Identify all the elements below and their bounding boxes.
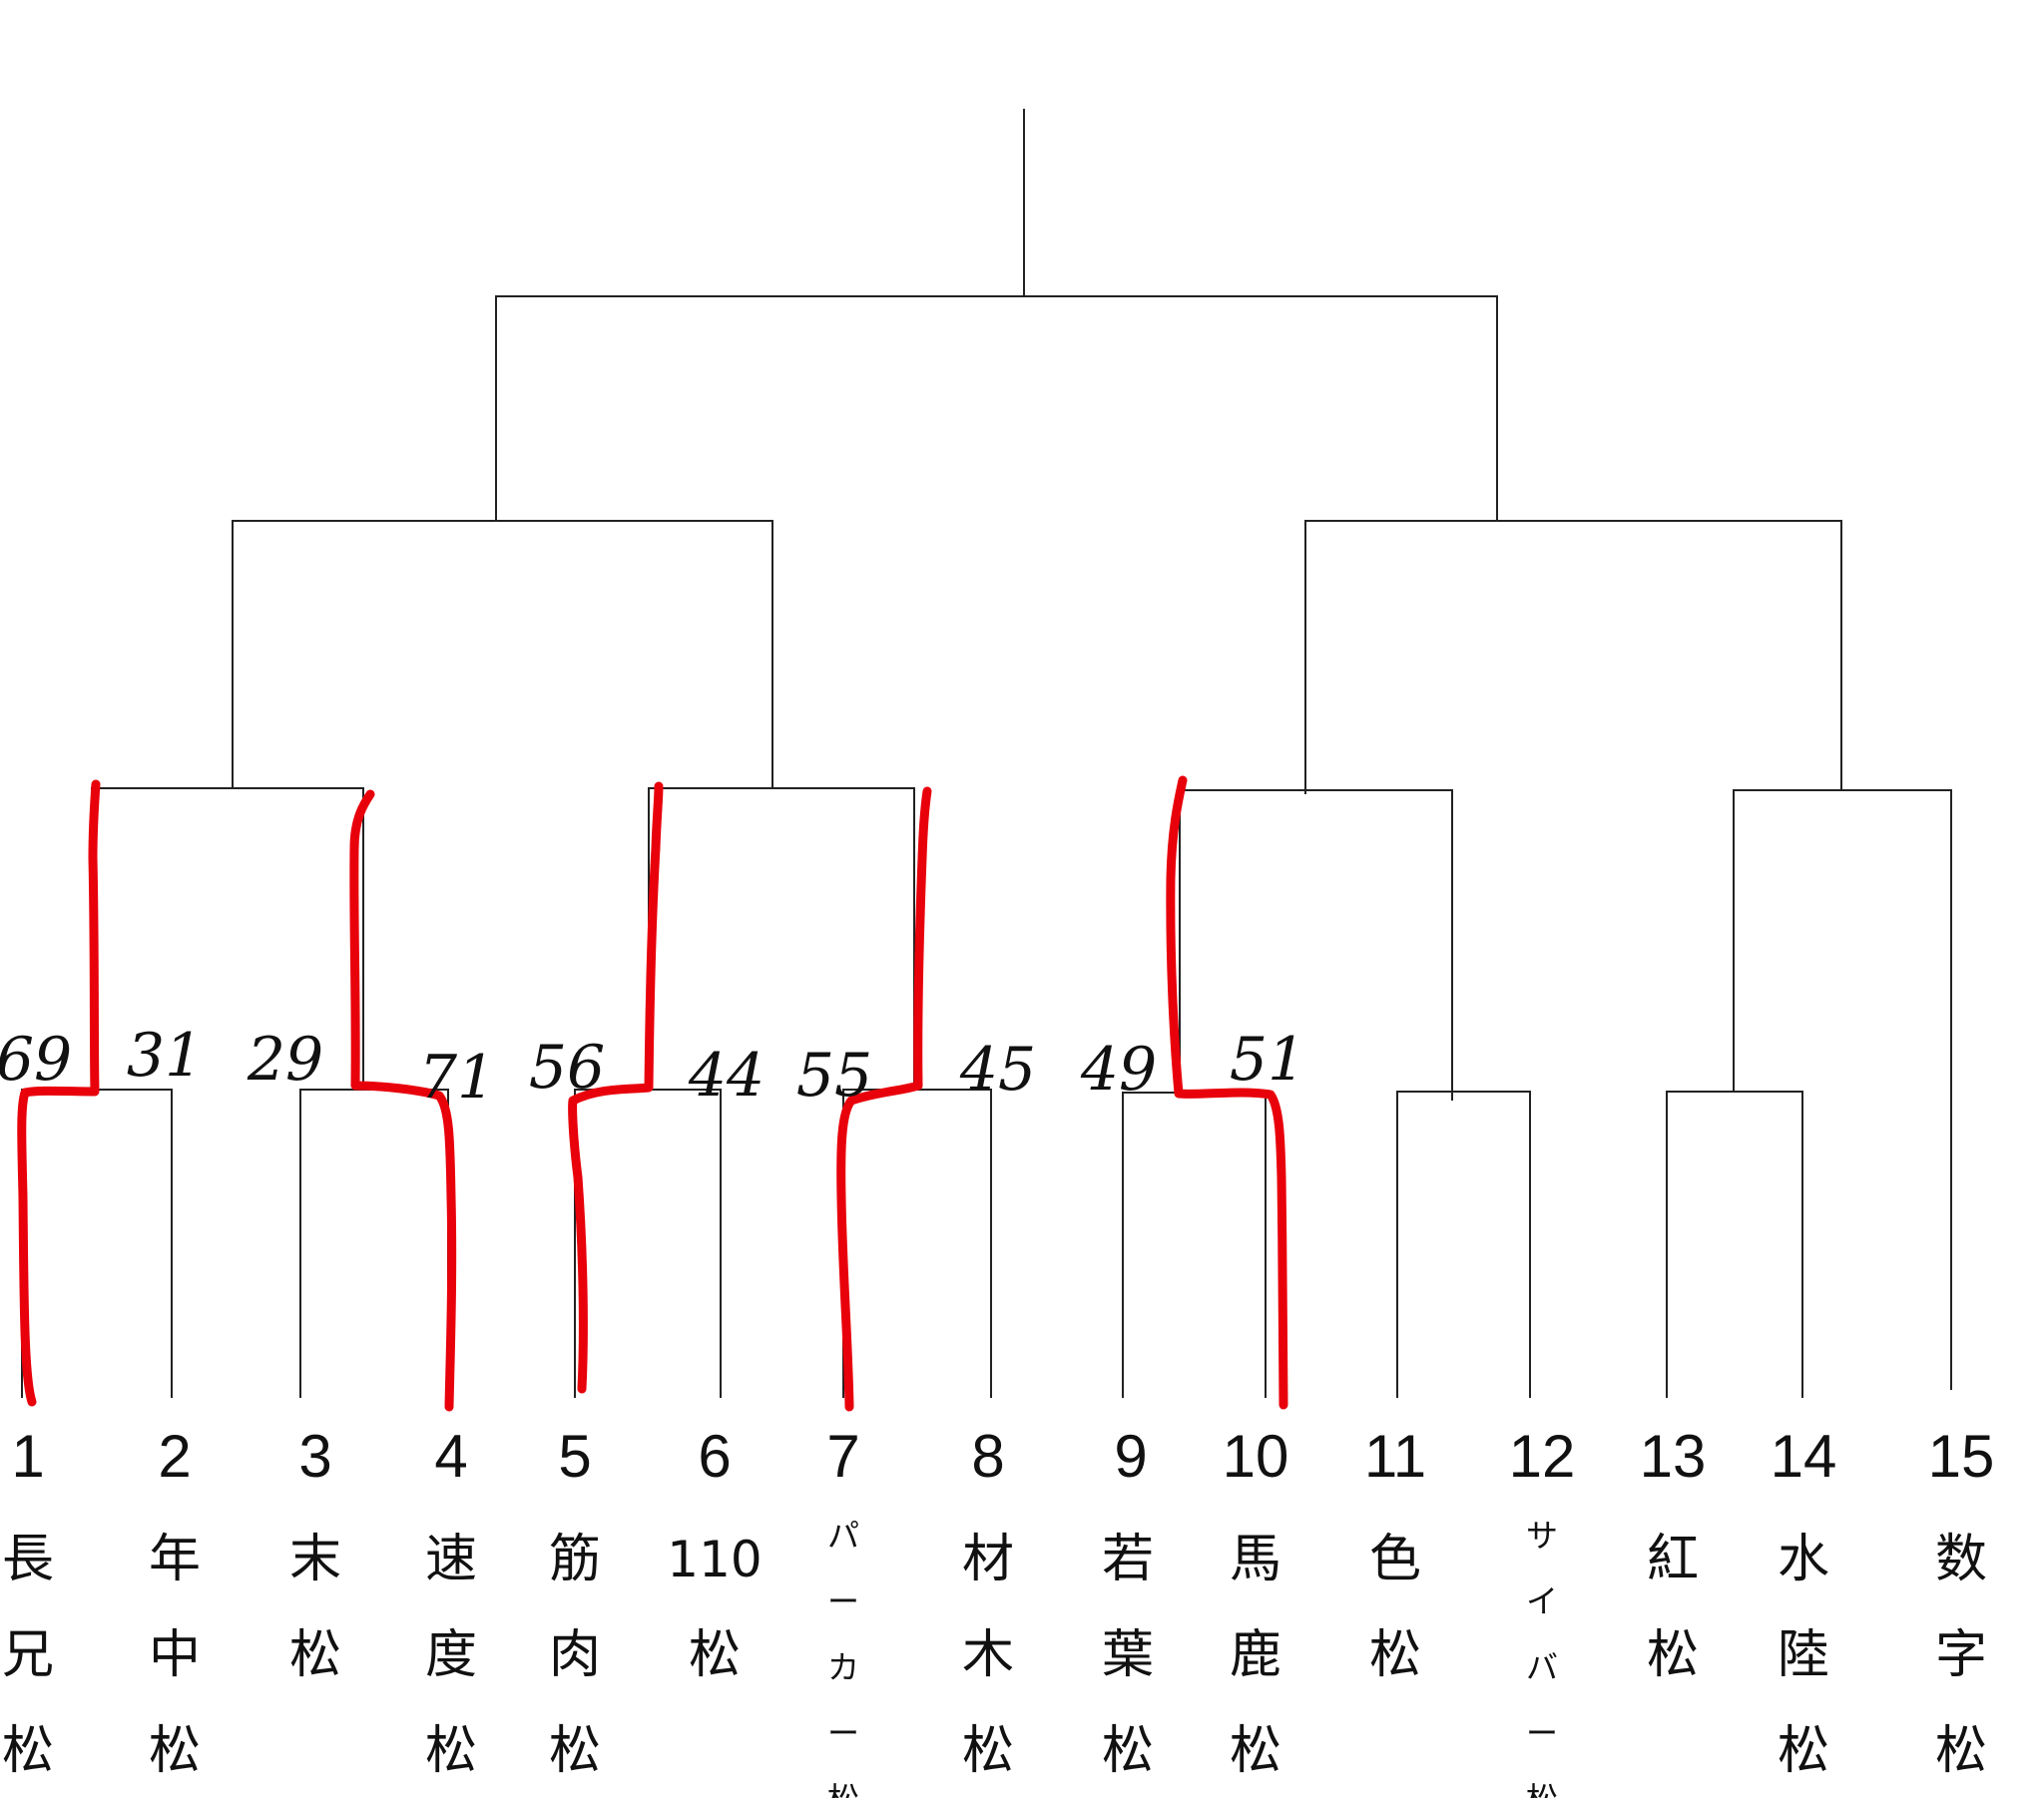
bracket-match-13-14 xyxy=(1666,1091,1803,1398)
score-label: 55 xyxy=(796,1041,872,1111)
seed-number: 3 xyxy=(298,1423,331,1490)
entrant-name-char: 松 xyxy=(289,1625,341,1685)
entrant-name-char: バ xyxy=(1526,1648,1558,1686)
score-label: 51 xyxy=(1230,1025,1305,1095)
entrant-name-char: 葉 xyxy=(1102,1625,1154,1685)
bracket-final xyxy=(495,295,1498,522)
winner-path-4 xyxy=(349,789,457,1412)
score-label: 71 xyxy=(419,1043,495,1113)
entrant-name-char: 松 xyxy=(1778,1721,1829,1781)
bracket-quarter-3 xyxy=(1179,789,1453,1101)
seed-number: 15 xyxy=(1928,1423,1995,1490)
entrant-name-char: カ xyxy=(827,1648,859,1686)
seed-number: 7 xyxy=(826,1423,859,1490)
winner-path-7 xyxy=(836,786,932,1412)
entrant-name-char: 肉 xyxy=(549,1625,601,1685)
entrant-name-char: 陸 xyxy=(1778,1625,1829,1685)
winner-path-5 xyxy=(568,781,664,1394)
bracket-match-11-12 xyxy=(1396,1091,1531,1398)
seed-number: 4 xyxy=(434,1423,467,1490)
entrant-name-char: ー xyxy=(1526,1714,1558,1752)
seed-number: 6 xyxy=(698,1423,731,1490)
entrant-name-char: 松 xyxy=(549,1721,601,1781)
seed-number: 1 xyxy=(11,1423,44,1490)
entrant-name-char: 鹿 xyxy=(1230,1625,1281,1685)
entrant-name-char: 松 xyxy=(1369,1625,1421,1685)
entrant-name-char: 松 xyxy=(2,1721,54,1781)
winner-path-10 xyxy=(1166,775,1288,1410)
entrant-name-char: 松 xyxy=(425,1721,477,1781)
score-label: 49 xyxy=(1080,1035,1157,1105)
entrant-name-char: パ xyxy=(827,1517,859,1555)
entrant-name-char: ー xyxy=(827,1714,859,1752)
seed-number: 5 xyxy=(558,1423,591,1490)
bracket-semi-right xyxy=(1304,520,1842,794)
score-label: 45 xyxy=(959,1035,1036,1105)
entrant-name-char: 松 xyxy=(827,1780,859,1798)
seed-number: 8 xyxy=(971,1423,1004,1490)
entrant-name-char: 色 xyxy=(1369,1530,1421,1589)
winner-path-1 xyxy=(17,779,101,1407)
bracket-match-1-2 xyxy=(21,1089,173,1398)
winner-paths xyxy=(17,775,1288,1412)
seed-number: 13 xyxy=(1640,1423,1707,1490)
seed-number: 9 xyxy=(1114,1423,1147,1490)
entrant-name-char: 材 xyxy=(962,1530,1014,1589)
score-label: 56 xyxy=(529,1033,605,1103)
seed-number: 14 xyxy=(1771,1423,1837,1490)
bracket-lines xyxy=(21,109,1952,1398)
match-scores: 69 31 29 71 56 44 55 45 49 51 xyxy=(0,1021,1305,1113)
entrant-name-char: 松 xyxy=(1935,1721,1987,1781)
entrant-name-char: 松 xyxy=(1102,1721,1154,1781)
bracket-semi-left xyxy=(232,520,773,789)
score-label: 29 xyxy=(247,1025,323,1095)
entrant-name-char: 馬 xyxy=(1230,1530,1281,1589)
entrant-name-char: ー xyxy=(827,1582,859,1620)
entrant-name-char: 中 xyxy=(149,1625,201,1685)
entrant-name-char: 水 xyxy=(1778,1530,1829,1589)
entrant-name-char: 松 xyxy=(1230,1721,1281,1781)
entrant-name-char: 紅 xyxy=(1647,1530,1699,1589)
seed-number: 10 xyxy=(1223,1423,1289,1490)
bracket-match-9-10 xyxy=(1122,1092,1267,1398)
entrant-name-char: 松 xyxy=(1647,1625,1699,1685)
entrant-name-char: 木 xyxy=(962,1625,1014,1685)
entrant-name-char: 長 xyxy=(2,1530,54,1589)
seed-number: 11 xyxy=(1364,1423,1426,1490)
seed-number: 12 xyxy=(1509,1423,1576,1490)
entrant-name-char: 筋 xyxy=(549,1530,601,1589)
bracket-quarter-4 xyxy=(1733,789,1952,1390)
entrant-name-char: 若 xyxy=(1102,1530,1154,1589)
score-label: 69 xyxy=(0,1025,72,1095)
bracket-match-5-6 xyxy=(574,1089,722,1398)
entrant-name-char: 数 xyxy=(1935,1530,1987,1589)
entrant-name-char: 松 xyxy=(962,1721,1014,1781)
entrant-name-char: 末 xyxy=(289,1530,341,1589)
entrant-name-char: 度 xyxy=(425,1625,477,1685)
entrant-name-char: 兄 xyxy=(2,1625,54,1685)
entrant-name-char: 速 xyxy=(425,1530,477,1589)
entrant-name-char: 字 xyxy=(1935,1625,1987,1685)
entrant-name-char: イ xyxy=(1526,1582,1558,1620)
entrant-name-char: 110 xyxy=(667,1531,762,1588)
bracket-match-7-8 xyxy=(842,1089,992,1398)
entrant-names: 長兄松年中松末松速度松筋肉松110松パーカー松材木松若葉松馬鹿松色松サイバー松紅… xyxy=(2,1517,1987,1798)
score-label: 44 xyxy=(688,1041,765,1111)
bracket-match-3-4 xyxy=(299,1089,449,1398)
entrant-name-char: 松 xyxy=(149,1721,201,1781)
score-label: 31 xyxy=(127,1021,203,1091)
seed-number: 2 xyxy=(158,1423,191,1490)
entrant-name-char: 松 xyxy=(1526,1780,1558,1798)
entrant-name-char: 松 xyxy=(689,1625,741,1685)
entrant-name-char: 年 xyxy=(149,1530,201,1589)
entrant-name-char: サ xyxy=(1526,1517,1558,1555)
